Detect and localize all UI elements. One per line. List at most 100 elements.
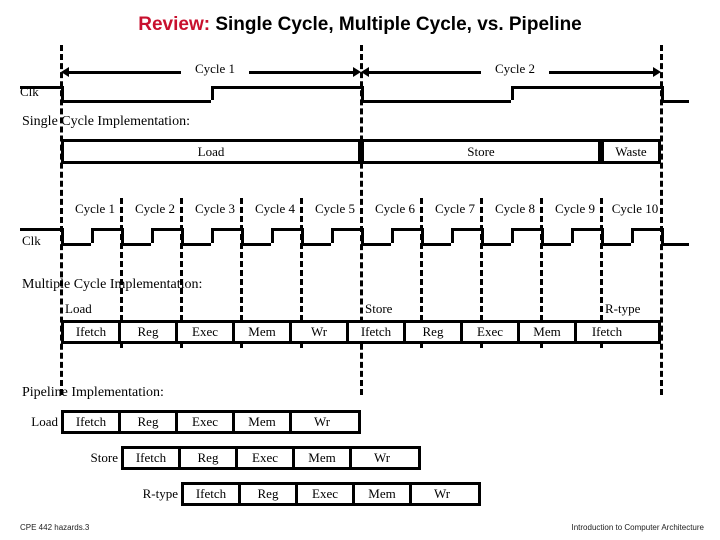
cycle-span-arrow-right-1 — [653, 67, 661, 77]
multi-clk-seg-9 — [181, 228, 184, 243]
multi-clk-seg-19 — [331, 228, 334, 243]
multi-cycle-label-2: Cycle 2 — [134, 201, 176, 216]
multi-cycle-instr-label-load: Load — [65, 301, 92, 316]
guide-line-cycle-9 — [600, 198, 603, 348]
guide-line-cycle-2 — [180, 198, 183, 348]
pipeline-stage-load-4[interactable]: Wr — [292, 413, 352, 431]
multi-cycle-instr-label-store: Store — [365, 301, 393, 316]
single-cycle-block-load[interactable]: Load — [61, 139, 361, 164]
multi-clk-seg-29 — [481, 228, 484, 243]
multi-clk-seg-32 — [511, 228, 541, 231]
multi-cycle-stage-8[interactable]: Mem — [520, 323, 577, 341]
multi-clk-seg-21 — [361, 228, 364, 243]
pipeline-stage-store-0[interactable]: Ifetch — [124, 449, 181, 467]
multi-clk-seg-35 — [571, 228, 574, 243]
multi-clk-seg-14 — [241, 243, 271, 246]
multi-clk-seg-17 — [301, 228, 304, 243]
guide-line-major-1 — [360, 45, 363, 395]
pipeline-stage-r-type-3[interactable]: Mem — [355, 485, 412, 503]
page-title: Review: Single Cycle, Multiple Cycle, vs… — [0, 14, 720, 36]
multi-clk-seg-33 — [541, 228, 544, 243]
multi-clk-seg-15 — [271, 228, 274, 243]
top-cycle-label-1: Cycle 2 — [481, 61, 549, 77]
pipeline-row-label-store: Store — [90, 450, 118, 465]
multi-clk-seg-2 — [61, 243, 91, 246]
multi-clk-seg-38 — [601, 243, 631, 246]
top-clk-seg-5 — [361, 86, 364, 100]
multi-clk-seg-4 — [91, 228, 121, 231]
multi-clk-seg-18 — [301, 243, 331, 246]
multi-clk-seg-13 — [241, 228, 244, 243]
multi-clk-seg-25 — [421, 228, 424, 243]
pipeline-stage-store-3[interactable]: Mem — [295, 449, 352, 467]
multi-cycle-label-8: Cycle 8 — [494, 201, 536, 216]
pipeline-stage-load-0[interactable]: Ifetch — [64, 413, 121, 431]
single-cycle-block-waste[interactable]: Waste — [601, 139, 661, 164]
pipeline-stage-r-type-0[interactable]: Ifetch — [184, 485, 241, 503]
multi-clk-seg-24 — [391, 228, 421, 231]
multi-clk-seg-30 — [481, 243, 511, 246]
multi-clk-seg-41 — [661, 228, 664, 243]
multi-clk-seg-6 — [121, 243, 151, 246]
multi-cycle-stage-9[interactable]: Ifetch — [577, 323, 637, 341]
top-clk-seg-2 — [61, 100, 211, 103]
multi-clk-seg-34 — [541, 243, 571, 246]
multi-clk-seg-20 — [331, 228, 361, 231]
multi-clk-label: Clk — [22, 233, 41, 248]
multi-cycle-stage-4[interactable]: Wr — [292, 323, 349, 341]
guide-line-major-0 — [60, 45, 63, 395]
multi-cycle-stage-7[interactable]: Exec — [463, 323, 520, 341]
multi-cycle-label-1: Cycle 1 — [74, 201, 116, 216]
pipeline-stage-store-2[interactable]: Exec — [238, 449, 295, 467]
multi-cycle-heading: Multiple Cycle Implementation: — [22, 277, 203, 292]
multi-cycle-instr-label-r-type: R-type — [605, 301, 641, 316]
top-cycle-label-0: Cycle 1 — [181, 61, 249, 77]
multi-cycle-label-7: Cycle 7 — [434, 201, 476, 216]
multi-clk-seg-5 — [121, 228, 124, 243]
guide-line-cycle-6 — [420, 198, 423, 348]
multi-clk-seg-26 — [421, 243, 451, 246]
single-cycle-block-store[interactable]: Store — [361, 139, 601, 164]
multi-clk-seg-3 — [91, 228, 94, 243]
multi-cycle-stage-3[interactable]: Mem — [235, 323, 292, 341]
multi-cycle-stage-6[interactable]: Reg — [406, 323, 463, 341]
top-clk-seg-1 — [61, 86, 64, 100]
guide-line-cycle-8 — [540, 198, 543, 348]
top-clk-seg-3 — [211, 86, 214, 100]
multi-cycle-stage-2[interactable]: Exec — [178, 323, 235, 341]
multi-clk-seg-39 — [631, 228, 634, 243]
pipeline-stage-load-2[interactable]: Exec — [178, 413, 235, 431]
multi-cycle-stage-1[interactable]: Reg — [121, 323, 178, 341]
pipeline-stage-load-1[interactable]: Reg — [121, 413, 178, 431]
multi-cycle-label-5: Cycle 5 — [314, 201, 356, 216]
multi-clk-seg-7 — [151, 228, 154, 243]
pipeline-stage-r-type-1[interactable]: Reg — [241, 485, 298, 503]
multi-clk-seg-40 — [631, 228, 661, 231]
title-rest: Single Cycle, Multiple Cycle, vs. Pipeli… — [210, 14, 582, 35]
top-clk-seg-0 — [20, 86, 61, 89]
cycle-span-arrow-left-0 — [61, 67, 69, 77]
pipeline-row-label-r-type: R-type — [142, 486, 178, 501]
footer-subtitle: Introduction to Computer Architecture — [571, 523, 704, 532]
multi-cycle-stage-5[interactable]: Ifetch — [349, 323, 406, 341]
multi-clk-seg-31 — [511, 228, 514, 243]
multi-cycle-stage-0[interactable]: Ifetch — [64, 323, 121, 341]
guide-line-cycle-3 — [240, 198, 243, 348]
pipeline-stage-store-4[interactable]: Wr — [352, 449, 412, 467]
pipeline-stage-store-1[interactable]: Reg — [181, 449, 238, 467]
multi-cycle-label-9: Cycle 9 — [554, 201, 596, 216]
pipeline-stage-load-3[interactable]: Mem — [235, 413, 292, 431]
top-clk-seg-4 — [211, 86, 361, 89]
pipeline-row-label-load: Load — [31, 414, 58, 429]
multi-clk-seg-16 — [271, 228, 301, 231]
multi-clk-seg-10 — [181, 243, 211, 246]
pipeline-stage-r-type-2[interactable]: Exec — [298, 485, 355, 503]
pipeline-stage-r-type-4[interactable]: Wr — [412, 485, 472, 503]
multi-clk-seg-28 — [451, 228, 481, 231]
guide-line-major-2 — [660, 45, 663, 395]
